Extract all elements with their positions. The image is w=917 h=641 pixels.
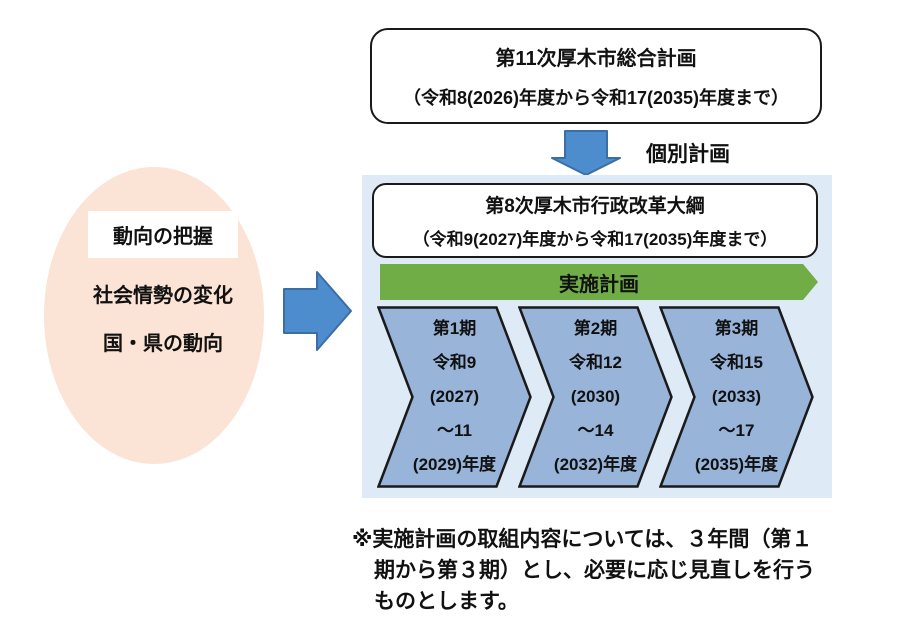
trend-item-government: 国・県の動向 bbox=[103, 333, 223, 355]
implementation-plan-label: 実施計画 bbox=[559, 273, 639, 296]
phase-3-era-end: ～17 bbox=[718, 421, 755, 440]
trend-label: 動向の把握 bbox=[113, 226, 213, 248]
phase-3-chevron: 第3期 令和15 (2033) ～17 (2035)年度 bbox=[659, 306, 814, 488]
reform-panel: 第8次厚木市行政改革大綱 （令和9(2027)年度から令和17(2035)年度ま… bbox=[362, 175, 832, 498]
phase-chevrons: 第1期 令和9 (2027) ～11 (2029)年度 第2期 令和12 (20… bbox=[377, 306, 814, 488]
footnote-line-3: ものとします。 bbox=[374, 590, 519, 613]
comprehensive-plan-title: 第11次厚木市総合計画 bbox=[495, 48, 697, 71]
phase-1-chevron: 第1期 令和9 (2027) ～11 (2029)年度 bbox=[377, 306, 532, 488]
reform-outline-box: 第8次厚木市行政改革大綱 （令和9(2027)年度から令和17(2035)年度ま… bbox=[372, 183, 818, 258]
phase-2-name: 第2期 bbox=[573, 319, 618, 338]
comprehensive-plan-box: 第11次厚木市総合計画 （令和8(2026)年度から令和17(2035)年度まで… bbox=[370, 28, 822, 124]
individual-plan-label: 個別計画 bbox=[646, 143, 730, 166]
phase-3-name: 第3期 bbox=[714, 319, 759, 338]
phase-2-year-end: (2032)年度 bbox=[553, 455, 638, 474]
footnote-line-1: ※実施計画の取組内容については、３年間（第１ bbox=[352, 528, 813, 551]
chevron-shape-icon bbox=[518, 306, 673, 488]
chevron-shape-icon bbox=[659, 306, 814, 488]
right-arrow-icon bbox=[283, 271, 352, 351]
phase-2-era-start: 令和12 bbox=[569, 353, 622, 372]
trend-label-box: 動向の把握 bbox=[88, 211, 238, 258]
chevron-shape-icon bbox=[377, 306, 532, 488]
phase-2-year-start: (2030) bbox=[570, 387, 621, 406]
phase-1-name: 第1期 bbox=[432, 319, 477, 338]
phase-3-year-end: (2035)年度 bbox=[694, 455, 779, 474]
comprehensive-plan-period: （令和8(2026)年度から令和17(2035)年度まで） bbox=[402, 87, 790, 108]
phase-3-year-start: (2033) bbox=[711, 387, 762, 406]
phase-1-year-start: (2027) bbox=[429, 387, 480, 406]
phase-1-year-end: (2029)年度 bbox=[412, 455, 497, 474]
phase-1-era-start: 令和9 bbox=[432, 353, 477, 372]
implementation-plan-banner: 実施計画 bbox=[380, 264, 818, 300]
trend-item-social: 社会情勢の変化 bbox=[93, 285, 233, 307]
trend-ellipse: 動向の把握 社会情勢の変化 国・県の動向 bbox=[44, 167, 264, 464]
phase-1-era-end: ～11 bbox=[437, 421, 472, 440]
phase-2-era-end: ～14 bbox=[577, 421, 614, 440]
phase-3-era-start: 令和15 bbox=[710, 353, 763, 372]
down-arrow-icon bbox=[551, 130, 621, 176]
reform-outline-period: （令和9(2027)年度から令和17(2035)年度まで） bbox=[412, 229, 778, 249]
reform-outline-title: 第8次厚木市行政改革大綱 bbox=[485, 196, 705, 218]
footnote: ※実施計画の取組内容については、３年間（第１ 期から第３期）とし、必要に応じ見直… bbox=[352, 524, 815, 617]
footnote-line-2: 期から第３期）とし、必要に応じ見直しを行う bbox=[374, 559, 815, 582]
phase-2-chevron: 第2期 令和12 (2030) ～14 (2032)年度 bbox=[518, 306, 673, 488]
